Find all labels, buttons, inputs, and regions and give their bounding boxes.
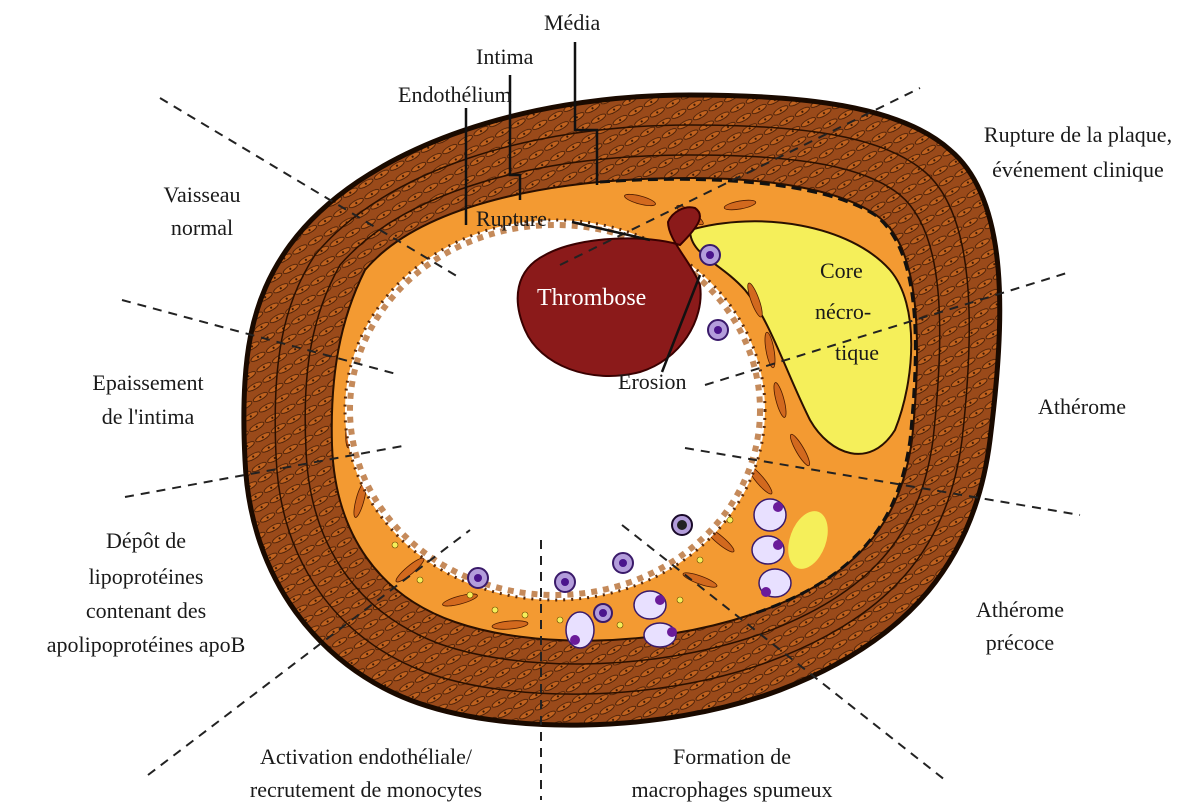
rupture-label: Rupture [476, 206, 547, 231]
necrotic-core-label-1: Core [820, 258, 863, 283]
lipoprotein-label-4: apolipoprotéines apoB [47, 632, 246, 657]
foam-cells-label-2: macrophages spumeux [632, 777, 833, 802]
atheroma-label: Athérome [1038, 394, 1126, 419]
lipoprotein-label-1: Dépôt de [106, 528, 186, 553]
normal-vessel-label-1: Vaisseau [164, 182, 241, 207]
intimal-thickening-label-1: Epaissement [92, 370, 203, 395]
necrotic-core-label-3: tique [835, 340, 879, 365]
normal-vessel-label-2: normal [171, 215, 233, 240]
endothelial-activation-label-2: recrutement de monocytes [250, 777, 482, 802]
endothelium-label: Endothélium [398, 82, 512, 107]
early-atheroma-label-2: précoce [986, 630, 1054, 655]
intima-label: Intima [476, 44, 534, 69]
lipoprotein-label-3: contenant des [86, 598, 206, 623]
lipoprotein-label-2: lipoprotéines [89, 564, 204, 589]
media-label: Média [544, 10, 600, 35]
plaque-rupture-label-1: Rupture de la plaque, [984, 122, 1172, 147]
early-atheroma-label-1: Athérome [976, 597, 1064, 622]
endothelial-activation-label-1: Activation endothéliale/ [260, 744, 473, 769]
plaque-rupture-label-2: événement clinique [992, 157, 1164, 182]
thrombus-label: Thrombose [537, 285, 646, 311]
erosion-label: Erosion [618, 369, 686, 394]
intimal-thickening-label-2: de l'intima [102, 404, 195, 429]
foam-cells-label-1: Formation de [673, 744, 791, 769]
necrotic-core-label-2: nécro- [815, 299, 871, 324]
